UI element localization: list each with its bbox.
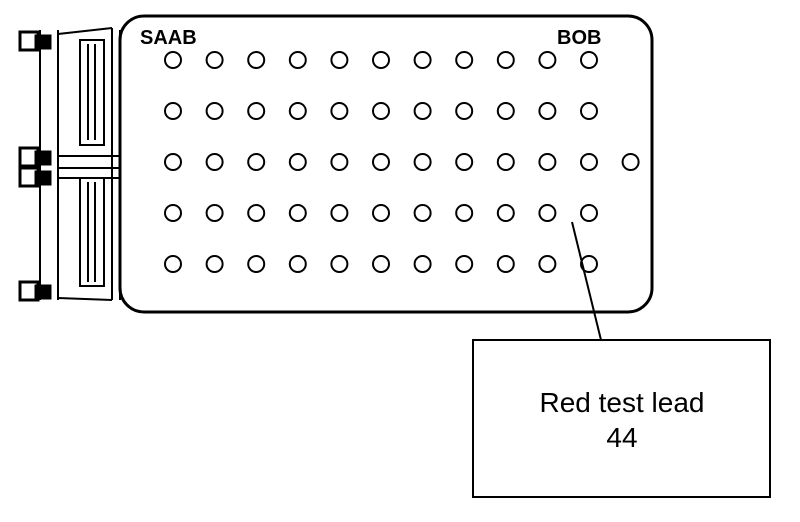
pin-hole bbox=[496, 255, 515, 273]
pin-hole bbox=[413, 102, 432, 120]
pin-hole bbox=[621, 153, 640, 171]
pin-hole bbox=[330, 153, 349, 171]
pin-hole bbox=[288, 51, 307, 69]
callout-pin-number: 44 bbox=[606, 422, 637, 453]
pin-hole bbox=[205, 255, 224, 273]
pin-hole bbox=[538, 204, 557, 222]
breakout-box-outline bbox=[118, 14, 654, 314]
brand-label-left: SAAB bbox=[140, 27, 197, 49]
pin-hole bbox=[455, 153, 474, 171]
plug-bottom bbox=[18, 280, 52, 302]
pin-hole bbox=[164, 102, 182, 120]
pin-hole bbox=[580, 255, 598, 273]
pin-hole bbox=[288, 153, 307, 171]
pin-hole bbox=[372, 153, 390, 171]
pin-hole bbox=[538, 102, 557, 120]
callout-label: Red test lead bbox=[540, 387, 705, 418]
pin-hole bbox=[372, 102, 390, 120]
pin-hole bbox=[372, 204, 390, 222]
pin-hole bbox=[330, 204, 349, 222]
connector-harness bbox=[39, 27, 121, 301]
pin-grid bbox=[164, 51, 640, 273]
pin-hole bbox=[247, 153, 266, 171]
pin-hole bbox=[413, 204, 432, 222]
pin-hole bbox=[496, 153, 515, 171]
pin-hole bbox=[330, 51, 349, 69]
plug-top bbox=[18, 30, 52, 52]
pin-hole bbox=[205, 153, 224, 171]
pin-hole bbox=[164, 153, 182, 171]
pin-hole bbox=[413, 51, 432, 69]
pin-hole bbox=[205, 51, 224, 69]
pin-hole bbox=[372, 255, 390, 273]
pin-hole bbox=[580, 153, 598, 171]
pin-hole bbox=[413, 153, 432, 171]
pin-hole bbox=[330, 255, 349, 273]
pin-hole bbox=[580, 102, 598, 120]
pin-hole bbox=[455, 51, 474, 69]
pin-hole bbox=[496, 51, 515, 69]
pin-hole bbox=[164, 51, 182, 69]
plug-middle-lower bbox=[18, 166, 52, 188]
pin-hole bbox=[455, 255, 474, 273]
pin-hole bbox=[455, 102, 474, 120]
callout-box bbox=[472, 339, 771, 498]
brand-label-right: BOB bbox=[557, 27, 601, 49]
plug-middle-upper bbox=[18, 146, 52, 168]
pin-hole bbox=[455, 204, 474, 222]
pin-hole bbox=[538, 51, 557, 69]
pin-hole bbox=[330, 102, 349, 120]
pin-hole bbox=[288, 204, 307, 222]
pin-hole bbox=[413, 255, 432, 273]
pin-hole bbox=[538, 153, 557, 171]
pin-hole bbox=[247, 102, 266, 120]
pin-hole bbox=[164, 255, 182, 273]
pin-hole bbox=[580, 51, 598, 69]
pin-hole bbox=[538, 255, 557, 273]
callout-leader-line bbox=[571, 221, 602, 341]
pin-hole bbox=[496, 102, 515, 120]
pin-hole bbox=[164, 204, 182, 222]
pin-hole bbox=[247, 255, 266, 273]
pin-hole bbox=[496, 204, 515, 222]
pin-hole bbox=[205, 204, 224, 222]
pin-hole bbox=[288, 255, 307, 273]
pin-hole bbox=[372, 51, 390, 69]
pin-hole bbox=[247, 51, 266, 69]
pin-hole bbox=[205, 102, 224, 120]
pin-hole bbox=[580, 204, 598, 222]
pin-hole bbox=[288, 102, 307, 120]
pin-hole bbox=[247, 204, 266, 222]
